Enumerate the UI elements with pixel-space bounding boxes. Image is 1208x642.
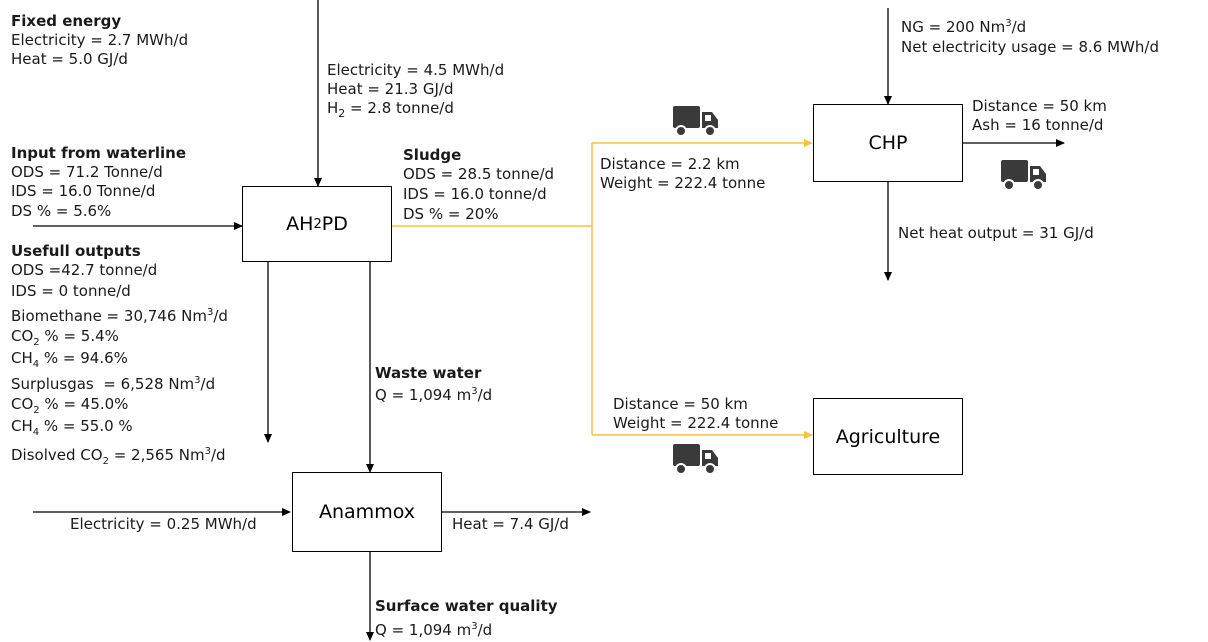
surface-water-title: Surface water quality <box>375 597 558 615</box>
anammox-electricity: Electricity = 0.25 MWh/d <box>70 515 257 533</box>
sludge-ds: DS % = 20% <box>403 205 499 223</box>
useful-ids: IDS = 0 tonne/d <box>11 282 131 300</box>
useful-ods: ODS =42.7 tonne/d <box>11 261 158 279</box>
useful-co2: CO2 % = 5.4% <box>11 327 119 348</box>
sludge-ods: ODS = 28.5 tonne/d <box>403 165 555 183</box>
useful-outputs-title: Usefull outputs <box>11 242 141 260</box>
ah2pd-heat: Heat = 21.3 GJ/d <box>327 80 454 98</box>
waterline-title: Input from waterline <box>11 144 187 162</box>
agriculture-node: Agriculture <box>813 398 963 475</box>
sludge-ids: IDS = 16.0 tonne/d <box>403 185 547 203</box>
fixed-energy-title: Fixed energy <box>11 12 122 30</box>
ah2pd-h2: H2 = 2.8 tonne/d <box>327 99 454 120</box>
ah2pd-electricity: Electricity = 4.5 MWh/d <box>327 61 505 79</box>
anammox-node: Anammox <box>292 472 442 552</box>
chp-net-electricity: Net electricity usage = 8.6 MWh/d <box>901 38 1159 56</box>
truck-icon <box>673 106 718 137</box>
waterline-ds: DS % = 5.6% <box>11 202 112 220</box>
useful-surplusgas: Surplusgas = 6,528 Nm3/d <box>11 375 216 393</box>
waste-water-q: Q = 1,094 m3/d <box>375 386 493 404</box>
waterline-ods: ODS = 71.2 Tonne/d <box>11 163 163 181</box>
anammox-heat: Heat = 7.4 GJ/d <box>452 515 569 533</box>
transport-agri-distance: Distance = 50 km <box>613 395 748 413</box>
truck-icon <box>673 444 718 475</box>
sludge-title: Sludge <box>403 146 462 164</box>
useful-biomethane: Biomethane = 30,746 Nm3/d <box>11 307 228 325</box>
useful-dissolved-co2: Disolved CO2 = 2,565 Nm3/d <box>11 446 226 467</box>
waste-water-title: Waste water <box>375 364 482 382</box>
transport-chp-weight: Weight = 222.4 tonne <box>600 174 766 192</box>
chp-node: CHP <box>813 104 963 182</box>
chp-out-ash: Ash = 16 tonne/d <box>972 116 1104 134</box>
fixed-energy-electricity: Electricity = 2.7 MWh/d <box>11 31 189 49</box>
chp-net-heat: Net heat output = 31 GJ/d <box>898 224 1094 242</box>
transport-agri-weight: Weight = 222.4 tonne <box>613 414 779 432</box>
useful-co2-surplus: CO2 % = 45.0% <box>11 395 129 416</box>
useful-ch4: CH4 % = 94.6% <box>11 349 128 370</box>
useful-ch4-surplus: CH4 % = 55.0 % <box>11 417 133 438</box>
chp-out-distance: Distance = 50 km <box>972 97 1107 115</box>
transport-chp-distance: Distance = 2.2 km <box>600 155 740 173</box>
waterline-ids: IDS = 16.0 Tonne/d <box>11 182 156 200</box>
chp-ng: NG = 200 Nm3/d <box>901 18 1027 36</box>
fixed-energy-heat: Heat = 5.0 GJ/d <box>11 50 128 68</box>
surface-water-q: Q = 1,094 m3/d <box>375 621 493 639</box>
truck-icon <box>1001 160 1046 191</box>
